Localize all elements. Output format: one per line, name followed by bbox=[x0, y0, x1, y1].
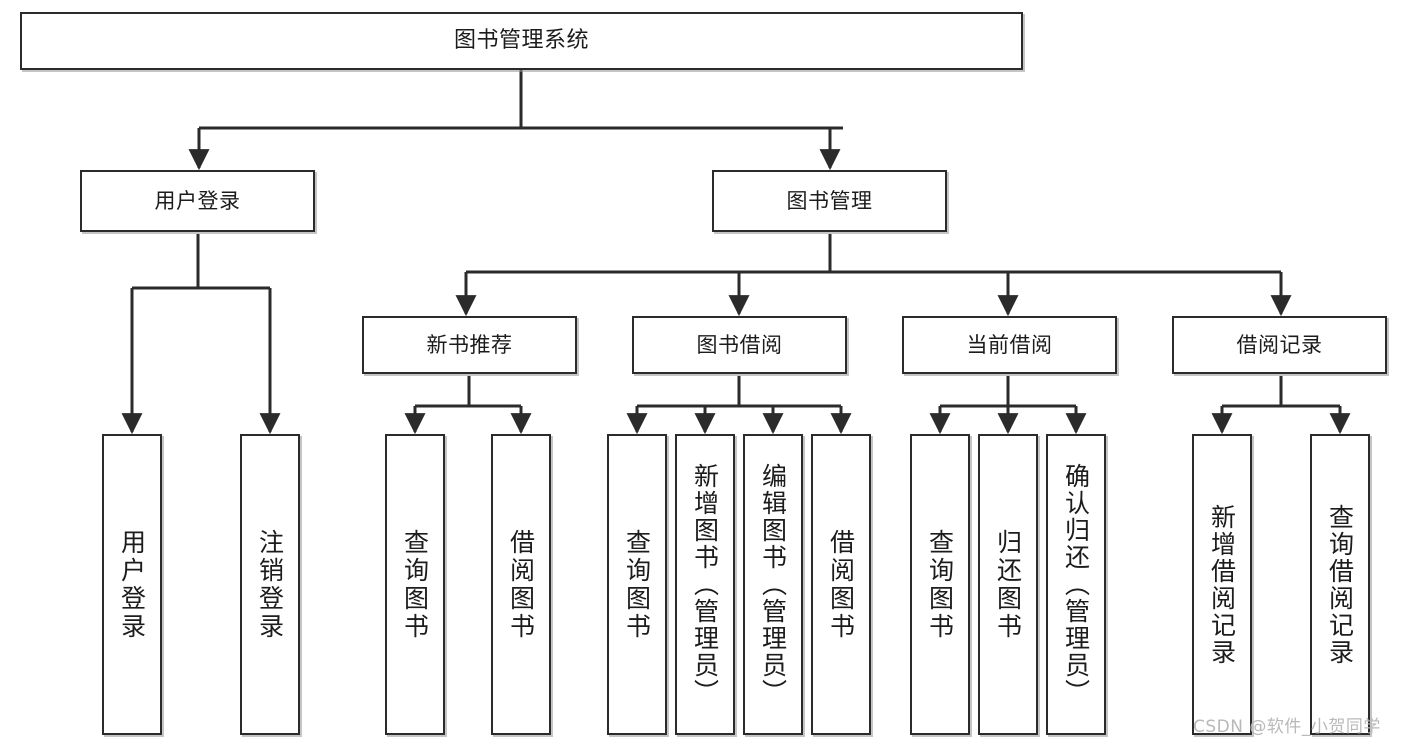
node-label: 用户登录 bbox=[117, 528, 147, 641]
node-label: 查询图书 bbox=[925, 528, 955, 641]
node-label: 归还图书 bbox=[993, 528, 1023, 641]
node-label: 图书借阅 bbox=[696, 332, 783, 357]
node-leaf-borrow-book[interactable]: 借阅图书 bbox=[811, 434, 871, 735]
node-leaf-add-borrow-record[interactable]: 新增借阅记录 bbox=[1192, 434, 1252, 735]
node-book-borrowing[interactable]: 图书借阅 bbox=[632, 316, 847, 374]
node-new-book-recommendation[interactable]: 新书推荐 bbox=[362, 316, 577, 374]
node-leaf-logout[interactable]: 注销登录 bbox=[240, 434, 300, 735]
node-user-login[interactable]: 用户登录 bbox=[80, 170, 315, 232]
node-label: 图书管理系统 bbox=[453, 28, 589, 54]
node-leaf-add-book-admin[interactable]: 新增图书（管理员） bbox=[675, 434, 735, 735]
node-leaf-query-borrow-record[interactable]: 查询借阅记录 bbox=[1310, 434, 1370, 735]
node-current-borrowing[interactable]: 当前借阅 bbox=[902, 316, 1117, 374]
node-label: 借阅记录 bbox=[1236, 332, 1323, 357]
node-label: 查询图书 bbox=[622, 528, 652, 641]
node-label: 查询图书 bbox=[400, 528, 430, 641]
node-leaf-query-book-current[interactable]: 查询图书 bbox=[910, 434, 970, 735]
node-label: 当前借阅 bbox=[966, 332, 1053, 357]
node-label: 借阅图书 bbox=[506, 528, 536, 641]
node-leaf-confirm-return-admin[interactable]: 确认归还（管理员） bbox=[1046, 434, 1106, 735]
node-leaf-return-book[interactable]: 归还图书 bbox=[978, 434, 1038, 735]
node-label: 借阅图书 bbox=[826, 528, 856, 641]
node-leaf-edit-book-admin[interactable]: 编辑图书（管理员） bbox=[743, 434, 803, 735]
node-label: 用户登录 bbox=[154, 188, 241, 213]
node-label: 图书管理 bbox=[786, 188, 873, 213]
node-label: 确认归还（管理员） bbox=[1061, 463, 1091, 706]
node-leaf-query-book-recommend[interactable]: 查询图书 bbox=[385, 434, 445, 735]
node-label: 新增借阅记录 bbox=[1207, 503, 1237, 666]
node-borrowing-record[interactable]: 借阅记录 bbox=[1172, 316, 1387, 374]
node-book-management-system[interactable]: 图书管理系统 bbox=[20, 12, 1023, 70]
node-label: 新书推荐 bbox=[426, 332, 513, 357]
node-label: 注销登录 bbox=[255, 528, 285, 641]
node-leaf-borrow-book-recommend[interactable]: 借阅图书 bbox=[491, 434, 551, 735]
node-label: 新增图书（管理员） bbox=[690, 463, 720, 706]
node-label: 编辑图书（管理员） bbox=[758, 463, 788, 706]
node-book-management[interactable]: 图书管理 bbox=[712, 170, 947, 232]
node-label: 查询借阅记录 bbox=[1325, 503, 1355, 666]
node-leaf-query-book[interactable]: 查询图书 bbox=[607, 434, 667, 735]
node-leaf-user-login[interactable]: 用户登录 bbox=[102, 434, 162, 735]
